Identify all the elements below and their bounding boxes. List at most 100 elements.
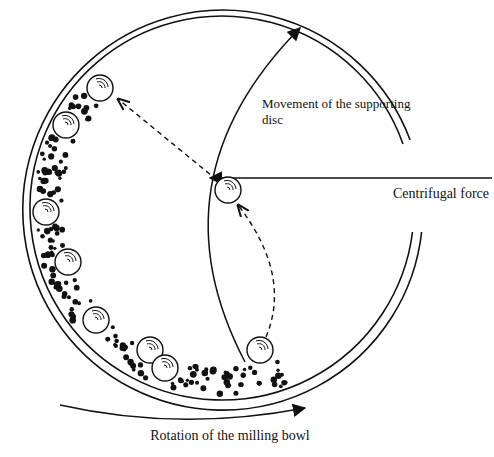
powder-particle <box>70 139 75 144</box>
powder-particle <box>55 231 60 236</box>
powder-particle <box>113 334 118 339</box>
powder-particle <box>120 346 125 351</box>
powder-particle <box>62 170 67 175</box>
powder-particle <box>105 337 110 342</box>
powder-particle <box>76 104 82 110</box>
powder-particle <box>58 177 61 180</box>
powder-particle <box>202 370 209 377</box>
powder-particle <box>276 368 280 372</box>
powder-particle <box>70 314 76 320</box>
powder-particle <box>55 186 61 192</box>
powder-particle <box>40 178 46 184</box>
bowl-inner-wall <box>30 16 413 400</box>
powder-particle <box>143 375 148 380</box>
powder-particle <box>64 166 68 170</box>
powder-particle <box>74 285 80 291</box>
powder-particle <box>252 370 257 375</box>
powder-particle <box>71 104 76 109</box>
centrifugal-force-arrow <box>210 177 492 179</box>
powder-particle <box>248 365 252 369</box>
powder-particle <box>50 273 56 279</box>
powder-particle <box>85 118 88 121</box>
powder-particle <box>83 105 89 111</box>
powder-particle <box>59 198 63 202</box>
powder-particle <box>210 368 217 375</box>
powder-particle <box>73 278 77 282</box>
powder-particle <box>190 371 197 378</box>
powder-particle <box>45 141 49 145</box>
powder-particles <box>36 93 287 397</box>
powder-particle <box>275 360 280 365</box>
bowl-outer-wall <box>23 10 422 410</box>
powder-particle <box>49 135 55 141</box>
powder-particle <box>60 243 65 248</box>
powder-particle <box>225 382 231 388</box>
powder-particle <box>114 344 118 348</box>
powder-particle <box>225 371 230 376</box>
powder-particle <box>48 144 52 148</box>
powder-particle <box>111 325 115 329</box>
powder-particle <box>138 362 143 367</box>
powder-particle <box>48 245 53 250</box>
powder-particle <box>193 364 198 369</box>
powder-particle <box>170 384 176 390</box>
powder-particle <box>186 379 189 382</box>
powder-particle <box>200 385 206 391</box>
powder-particle <box>132 368 136 372</box>
powder-particle <box>114 339 119 344</box>
powder-particle <box>81 93 87 99</box>
powder-particle <box>279 384 283 388</box>
powder-particle <box>70 307 75 312</box>
powder-particle <box>36 170 40 174</box>
powder-particle <box>52 165 58 171</box>
powder-particle <box>241 373 246 378</box>
powder-particle <box>50 253 55 258</box>
powder-particle <box>281 380 286 385</box>
bowl-rotation-label: Rotation of the milling bowl <box>60 428 400 445</box>
powder-particle <box>52 224 58 230</box>
grinding-ball <box>33 199 59 225</box>
disc-movement-label: Movement of the supporting disc <box>262 96 424 127</box>
grinding-ball <box>55 249 81 275</box>
grinding-ball <box>87 75 113 101</box>
disc-movement-arrow <box>208 28 300 362</box>
powder-particle <box>138 370 144 376</box>
grinding-ball <box>152 355 178 381</box>
powder-particle <box>272 382 278 388</box>
powder-particle <box>86 116 92 122</box>
powder-particle <box>89 299 93 303</box>
powder-particle <box>233 366 238 371</box>
powder-particle <box>53 247 56 250</box>
powder-particle <box>130 341 134 345</box>
powder-particle <box>217 391 223 397</box>
powder-particle <box>54 170 59 175</box>
ball-trajectory <box>118 99 217 180</box>
grinding-ball <box>215 177 241 203</box>
powder-particle <box>44 228 51 235</box>
centrifugal-force-label: Centrifugal force <box>393 186 489 203</box>
powder-particle <box>64 280 69 285</box>
grinding-ball <box>83 307 109 333</box>
powder-particle <box>37 186 43 192</box>
powder-particle <box>63 152 69 158</box>
powder-particle <box>72 299 78 305</box>
powder-particle <box>257 381 262 386</box>
powder-particle <box>52 146 57 151</box>
powder-particle <box>73 94 79 100</box>
powder-particle <box>48 153 54 159</box>
powder-particle <box>49 266 55 272</box>
powder-particle <box>41 263 47 269</box>
powder-particle <box>189 380 194 385</box>
powder-particle <box>41 253 47 259</box>
powder-particle <box>62 294 67 299</box>
powder-particle <box>45 169 51 175</box>
powder-particle <box>239 382 244 387</box>
powder-particle <box>40 151 45 156</box>
powder-particle <box>59 227 65 233</box>
bowl-rotation-arrow <box>60 405 305 419</box>
powder-particle <box>94 103 99 108</box>
powder-particle <box>178 378 183 383</box>
grinding-ball <box>247 337 273 363</box>
powder-particle <box>67 295 71 299</box>
